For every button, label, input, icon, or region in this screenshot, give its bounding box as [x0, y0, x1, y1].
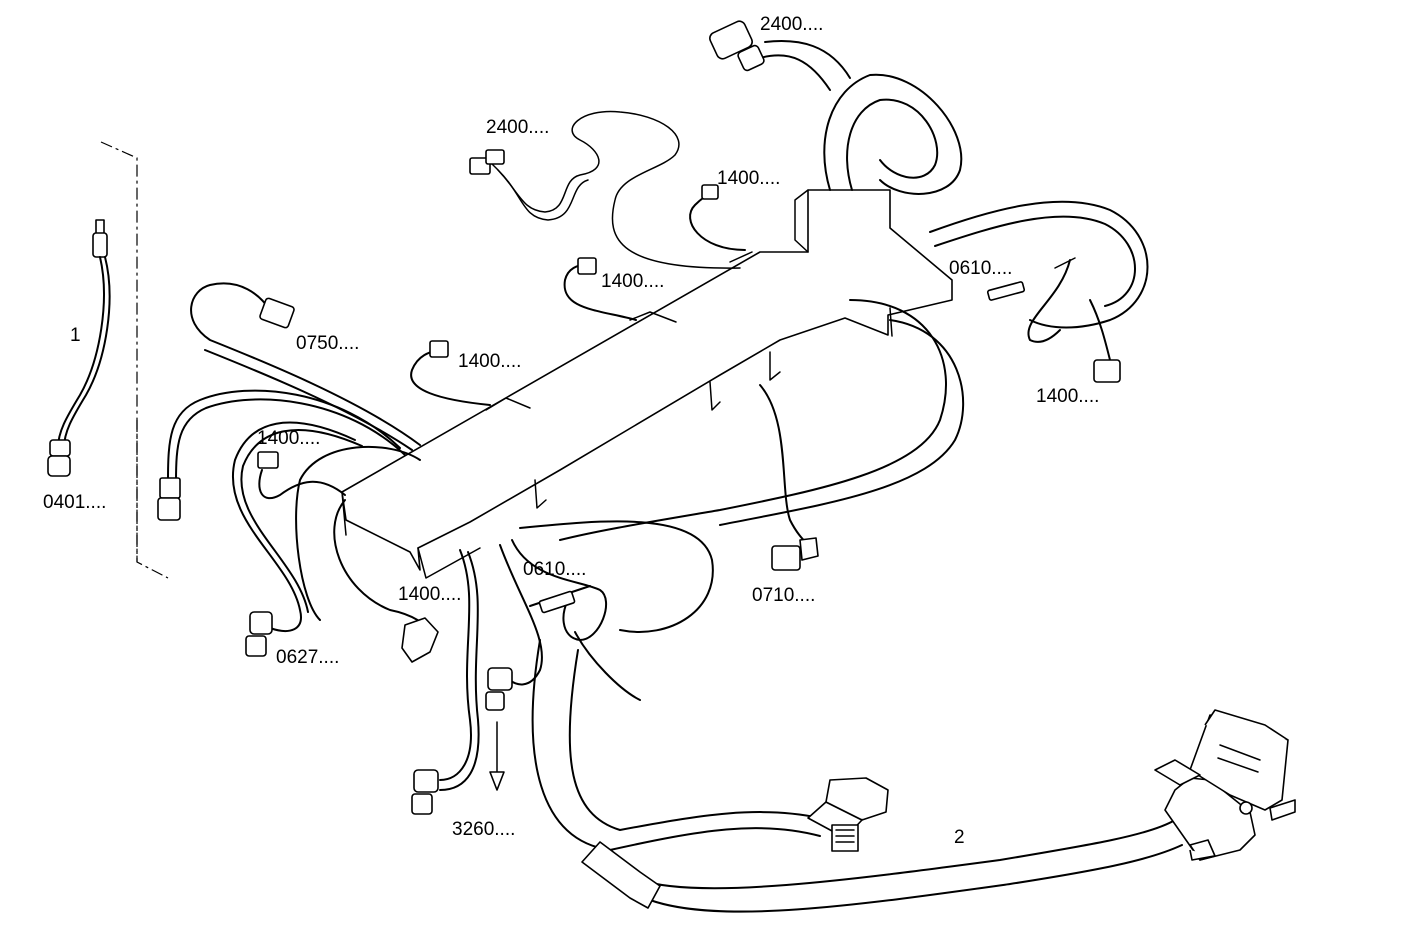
- mid-connector-block: [807, 777, 889, 852]
- cable-1400-top: [689, 184, 746, 251]
- label-0610-right: 0610....: [949, 258, 1012, 279]
- label-1400-b: 1400....: [601, 271, 664, 292]
- label-0710: 0710....: [752, 585, 815, 606]
- label-1400-d: 1400....: [1036, 386, 1099, 407]
- upper-cable-bundle: [709, 20, 963, 195]
- main-trunk-cable: [531, 631, 1183, 913]
- label-2400-left: 2400....: [486, 117, 549, 138]
- label-0401: 0401....: [43, 492, 106, 513]
- cable-0710: [759, 384, 819, 571]
- label-item-2: 2: [954, 827, 965, 848]
- label-2400-top: 2400....: [760, 14, 823, 35]
- label-1400-a: 1400....: [717, 168, 780, 189]
- cable-1400-inner-left: [257, 445, 421, 621]
- cable-0627: [232, 421, 363, 657]
- upper-left-loop-cable: [469, 110, 741, 269]
- cable-0610-mid: [511, 520, 714, 641]
- label-0750: 0750....: [296, 333, 359, 354]
- cable-1400-lower: [333, 499, 439, 663]
- label-3260: 3260....: [452, 819, 515, 840]
- cable-1400-left: [410, 340, 491, 406]
- cable-0750: [190, 282, 421, 451]
- label-0610-mid: 0610....: [523, 559, 586, 580]
- cable-1400-mid: [563, 257, 637, 321]
- label-item-1: 1: [70, 325, 81, 346]
- label-0627: 0627....: [276, 647, 339, 668]
- label-1400-c: 1400....: [458, 351, 521, 372]
- cable-left-long: [157, 389, 406, 521]
- callout-labels: 2400.... 2400.... 1400.... 0610.... 1400…: [43, 14, 1099, 848]
- cable-part-1: [47, 219, 111, 477]
- harness-duct: [341, 189, 953, 579]
- label-1400-f: 1400....: [398, 584, 461, 605]
- label-1400-e: 1400....: [257, 428, 320, 449]
- cable-3260: [411, 544, 543, 815]
- main-connector-housing: [1154, 709, 1296, 861]
- cable-lower-loop: [559, 299, 965, 541]
- cable-right: [929, 200, 1149, 383]
- assembly-dash-line: [100, 141, 169, 579]
